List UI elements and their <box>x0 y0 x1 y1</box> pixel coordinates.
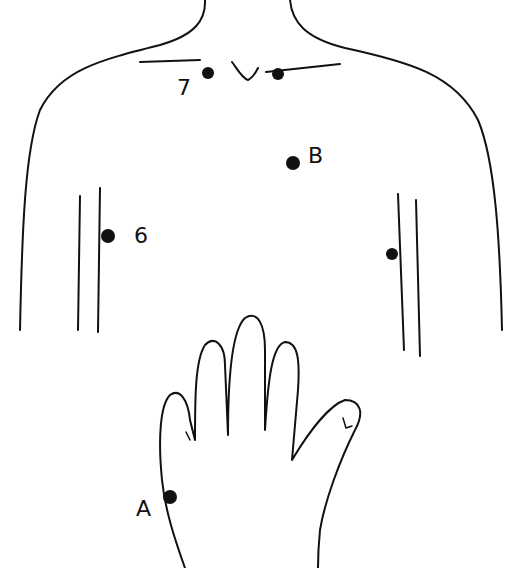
callout-label: B <box>308 145 323 167</box>
electrode-dot <box>163 490 177 504</box>
hand-outline <box>160 316 360 568</box>
nail-mark <box>186 432 190 440</box>
arm-line <box>416 200 420 356</box>
electrode-dot <box>286 156 300 170</box>
electrode-dot <box>101 229 115 243</box>
thumbnail-mark <box>343 418 352 428</box>
torso-outline-right <box>290 0 502 330</box>
arm-line <box>98 188 100 332</box>
electrode-dot <box>202 67 214 79</box>
torso-outline-left <box>20 0 205 330</box>
arm-line <box>398 194 404 350</box>
electrode-dot <box>272 68 284 80</box>
callout-label: 6 <box>134 225 148 247</box>
sternal-notch <box>232 62 258 80</box>
electrode-dot <box>386 248 398 260</box>
arm-line <box>78 196 80 330</box>
callout-label: 7 <box>177 77 191 99</box>
collarbone-left <box>140 60 200 62</box>
callout-label: A <box>136 498 151 520</box>
